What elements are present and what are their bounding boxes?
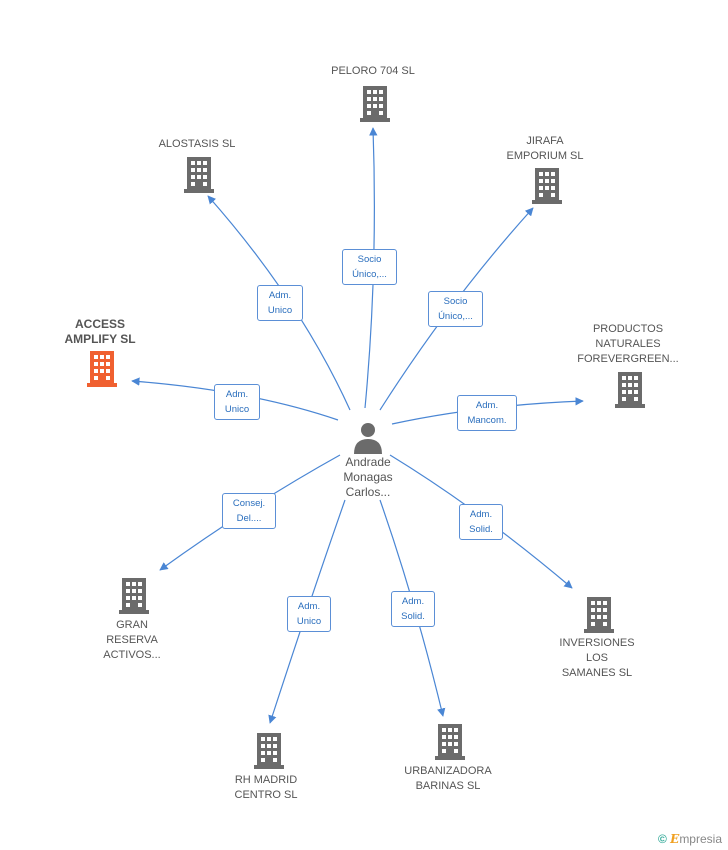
building-icon[interactable]: [584, 597, 614, 633]
relation-label-rhmadrid[interactable]: Adm. Unico: [287, 596, 331, 632]
building-icon[interactable]: [254, 733, 284, 769]
node-label-alostasis[interactable]: ALOSTASIS SL: [158, 138, 236, 150]
node-label-peloro[interactable]: PELORO 704 SL: [331, 65, 415, 77]
relation-label-access[interactable]: Adm. Unico: [214, 384, 260, 420]
node-label-rhmadrid[interactable]: RH MADRID CENTRO SL: [234, 774, 298, 801]
building-icon[interactable]: [532, 168, 562, 204]
node-label-urbanizadora[interactable]: URBANIZADORA BARINAS SL: [404, 765, 492, 792]
building-icon[interactable]: [184, 157, 214, 193]
person-icon[interactable]: [353, 422, 383, 454]
relation-label-peloro[interactable]: Socio Único,...: [342, 249, 397, 285]
relation-label-jirafa[interactable]: Socio Único,...: [428, 291, 483, 327]
brand-initial: E: [670, 832, 680, 846]
node-label-productos[interactable]: PRODUCTOS NATURALES FOREVERGREEN...: [577, 323, 679, 365]
relation-label-inversiones[interactable]: Adm. Solid.: [459, 504, 503, 540]
relation-label-productos[interactable]: Adm. Mancom.: [457, 395, 517, 431]
brand-name: mpresia: [679, 832, 722, 846]
node-label-access[interactable]: ACCESS AMPLIFY SL: [64, 317, 136, 346]
building-icon[interactable]: [615, 372, 645, 408]
node-label-inversiones[interactable]: INVERSIONES LOS SAMANES SL: [559, 637, 635, 679]
relation-label-gran[interactable]: Consej. Del....: [222, 493, 276, 529]
relation-label-alostasis[interactable]: Adm. Unico: [257, 285, 303, 321]
building-icon-highlighted[interactable]: [87, 351, 117, 387]
building-icon[interactable]: [435, 724, 465, 760]
node-label-jirafa[interactable]: JIRAFA EMPORIUM SL: [506, 135, 584, 162]
building-icon[interactable]: [119, 578, 149, 614]
brand-watermark: © Empresia: [658, 832, 722, 846]
building-icon[interactable]: [360, 86, 390, 122]
node-label-gran[interactable]: GRAN RESERVA ACTIVOS...: [103, 619, 161, 661]
person-label[interactable]: Andrade Monagas Carlos...: [343, 455, 393, 499]
relation-label-urbanizadora[interactable]: Adm. Solid.: [391, 591, 435, 627]
copyright-icon: ©: [657, 832, 667, 846]
